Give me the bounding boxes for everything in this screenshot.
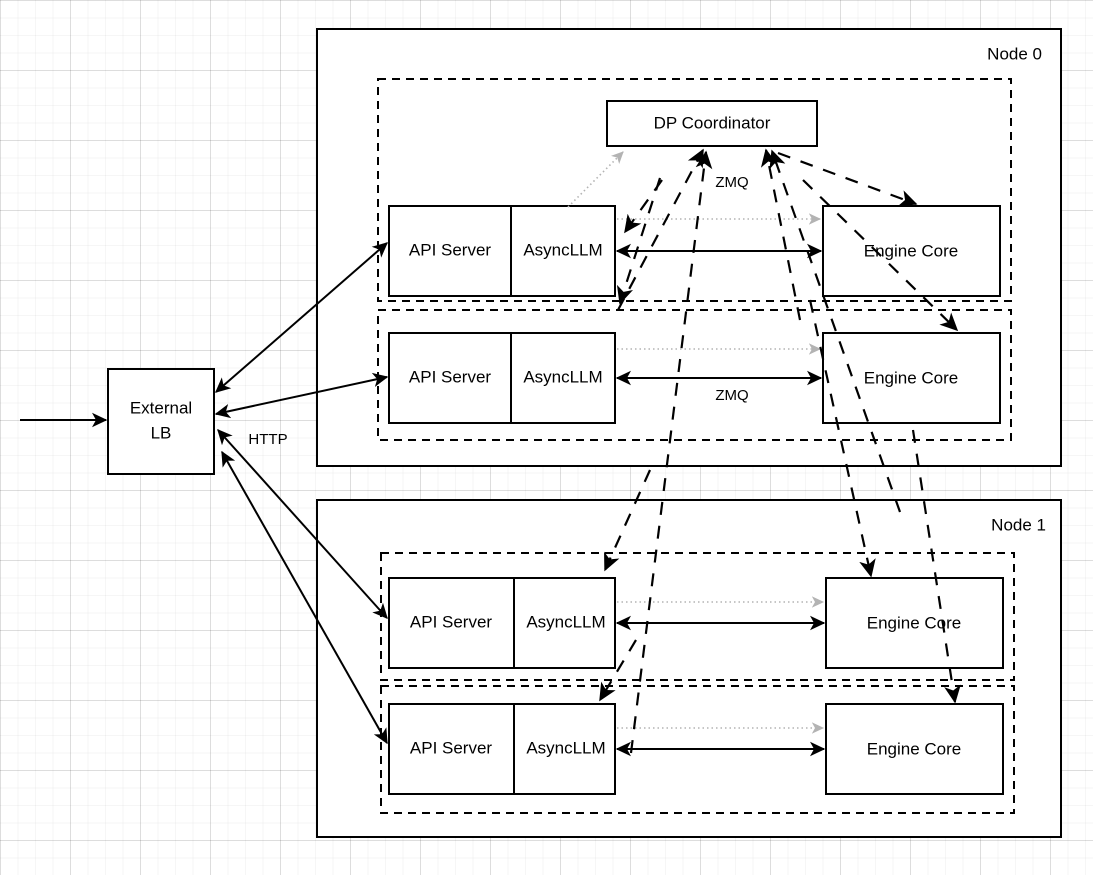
dp-coordinator-label: DP Coordinator (654, 113, 771, 132)
node-0-label: Node 0 (987, 44, 1042, 63)
dashed-edge-n1r1-to-coordinator (629, 150, 713, 754)
edge-lb-node1-rank1 (221, 450, 388, 745)
node-1-label: Node 1 (991, 515, 1046, 534)
node-0-rank-0-engine-core-label: Engine Core (864, 241, 959, 260)
node-1-rank-1-api-server-label: API Server (410, 738, 493, 757)
dashed-edge-n1-core-to-coordinator (769, 149, 902, 513)
node-0-rank-0-engine-core-box[interactable] (822, 205, 1001, 297)
node-1-rank-0: API Server AsyncLLM Engine Core (388, 577, 1004, 669)
http-edge-label: HTTP (248, 431, 287, 448)
node-1-rank-1-async-llm-label: AsyncLLM (526, 738, 605, 757)
node-1-rank-1-group (380, 685, 1015, 814)
node-0-rank-1-api-server-label: API Server (409, 367, 492, 386)
dashed-edge-coordinator-to-n0r1-core (802, 179, 959, 332)
node-0-rank-1: API Server AsyncLLM Engine Core (388, 332, 1001, 424)
node-0-rank-0-async-llm-label: AsyncLLM (523, 240, 602, 259)
node-1-rank-1-server-box[interactable] (388, 703, 616, 795)
edge-lb-node0-rank0 (214, 242, 389, 393)
node-1-rank-0-api-server-label: API Server (410, 612, 493, 631)
dashed-edge-to-n1r0-asyncllm (603, 469, 652, 572)
node-1-rank-0-server-box[interactable] (388, 577, 616, 669)
zmq-label-node0-coordinator: ZMQ (715, 174, 748, 191)
dashed-edge-coordinator-to-n0r0-asyncllm (624, 179, 663, 234)
dashed-edge-n0r1-core-to-coordinator (760, 148, 802, 321)
node-0-rank-0-group (377, 78, 1012, 302)
dashed-edge-n0r1-to-coordinator (617, 148, 704, 311)
external-lb-label-line1: External (130, 398, 192, 417)
node-0-rank-1-engine-core-box[interactable] (822, 332, 1001, 424)
node-0-rank-0: API Server AsyncLLM Engine Core (388, 205, 1001, 297)
node-1-rank-0-engine-core-label: Engine Core (867, 613, 962, 632)
node-1-rank-0-async-llm-label: AsyncLLM (526, 612, 605, 631)
node-0-rank-0-server-box[interactable] (388, 205, 616, 297)
node-0-rank-1-async-llm-label: AsyncLLM (523, 367, 602, 386)
zmq-label-node0-rank1: ZMQ (715, 387, 748, 404)
external-lb-box[interactable] (107, 368, 215, 475)
dp-coordinator[interactable]: DP Coordinator (606, 100, 818, 147)
dashed-edge-to-n1r1-asyncllm (599, 639, 637, 702)
dp-coordinator-box[interactable] (606, 100, 818, 147)
node-1-rank-1: API Server AsyncLLM Engine Core (388, 703, 1004, 795)
external-lb-label-line2: LB (151, 423, 172, 442)
node-0-rank-1-engine-core-label: Engine Core (864, 368, 959, 387)
node-0-rank-0-api-server-label: API Server (409, 240, 492, 259)
node-1-rank-0-engine-core-box[interactable] (825, 577, 1004, 669)
dashed-edge-coordinator-to-n0r0-core (777, 151, 918, 207)
external-lb[interactable]: External LB (107, 368, 215, 475)
node-1-rank-1-engine-core-label: Engine Core (867, 739, 962, 758)
edge-lb-node0-rank1 (214, 372, 389, 419)
node-0-rank-1-server-box[interactable] (388, 332, 616, 424)
node-1-rank-1-engine-core-box[interactable] (825, 703, 1004, 795)
